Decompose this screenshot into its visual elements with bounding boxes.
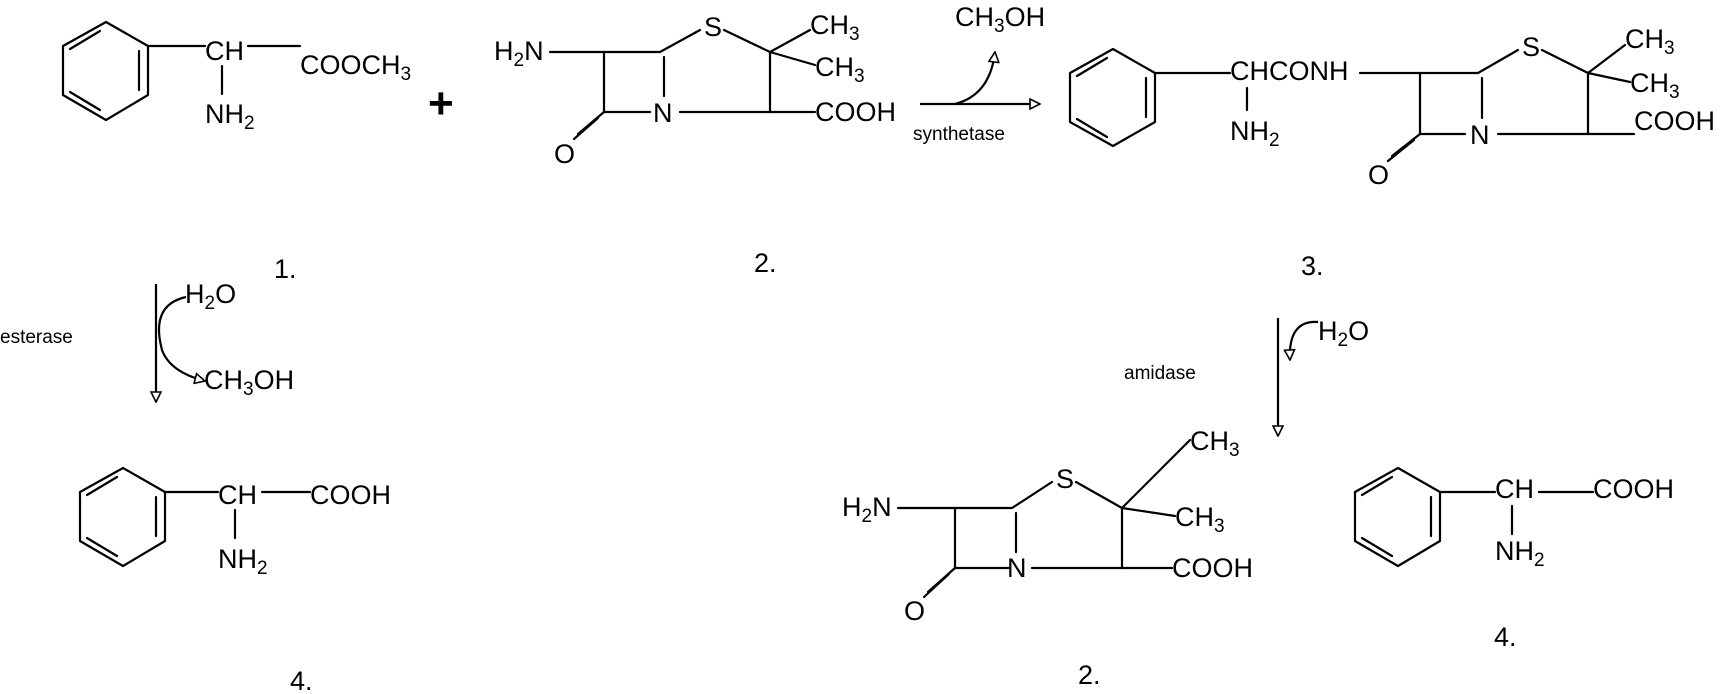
amidase-arrow: H2O amidase bbox=[1124, 316, 1369, 436]
benzene-ring bbox=[78, 466, 167, 568]
compound-number-3: 3. bbox=[1301, 251, 1324, 281]
compound-number-4-left: 4. bbox=[290, 666, 313, 694]
alpha-ch-label: CH bbox=[205, 36, 244, 66]
compound-1-phenylglycine-methyl-ester: CH COOCH3 NH2 bbox=[61, 20, 411, 134]
carbonyl-o-label: O bbox=[904, 596, 925, 626]
compound-3-ampicillin: CHCONH NH2 O N S CH3 CH3 COOH bbox=[1068, 24, 1715, 190]
amino-group-label: NH2 bbox=[205, 99, 255, 134]
esterase-label: esterase bbox=[0, 327, 73, 348]
alpha-ch-label: CH bbox=[1495, 474, 1534, 504]
synthetase-label: synthetase bbox=[913, 124, 1005, 145]
methyl-1-label: CH3 bbox=[1625, 24, 1675, 59]
carboxyl-label: COOH bbox=[1634, 106, 1715, 136]
water-label: H2O bbox=[185, 279, 236, 314]
carboxyl-label: COOH bbox=[1172, 553, 1253, 583]
methanol-byproduct-label: CH3OH bbox=[955, 2, 1045, 37]
ring-n-label: N bbox=[653, 98, 673, 128]
carbonyl-o-label: O bbox=[554, 139, 575, 169]
alpha-ch-label: CH bbox=[218, 480, 257, 510]
compound-number-2-bottom: 2. bbox=[1078, 660, 1101, 690]
amino-group-label: NH2 bbox=[218, 544, 268, 579]
water-label: H2O bbox=[1318, 316, 1369, 351]
compound-number-4-right: 4. bbox=[1494, 622, 1517, 652]
methyl-2-label: CH3 bbox=[815, 52, 865, 87]
compound-number-2: 2. bbox=[754, 248, 777, 278]
methyl-2-label: CH3 bbox=[1630, 68, 1680, 103]
amidase-label: amidase bbox=[1124, 363, 1196, 384]
ring-n-label: N bbox=[1470, 120, 1490, 150]
plus-sign: + bbox=[428, 79, 454, 128]
benzene-ring bbox=[1353, 466, 1442, 568]
ring-n-label: N bbox=[1007, 553, 1027, 583]
methyl-1-label: CH3 bbox=[1190, 426, 1240, 461]
methanol-label: CH3OH bbox=[204, 365, 294, 400]
compound-2-6-apa-bottom: H2N O N S CH3 CH3 COOH bbox=[842, 426, 1253, 626]
ring-s-label: S bbox=[1522, 32, 1540, 62]
benzene-ring bbox=[61, 20, 150, 122]
carboxyl-label: COOH bbox=[310, 480, 391, 510]
esterase-arrow: H2O CH3OH esterase bbox=[0, 279, 294, 402]
benzene-ring bbox=[1068, 47, 1157, 148]
carboxyl-label: COOH bbox=[815, 97, 896, 127]
amino-group-label: NH2 bbox=[1230, 116, 1280, 151]
ring-s-label: S bbox=[1056, 464, 1074, 494]
amine-h2n-label: H2N bbox=[494, 36, 544, 71]
compound-4-phenylglycine-left: CH COOH NH2 bbox=[78, 466, 391, 579]
methyl-1-label: CH3 bbox=[810, 10, 860, 45]
methyl-2-label: CH3 bbox=[1175, 502, 1225, 537]
ester-group-label: COOCH3 bbox=[300, 50, 411, 85]
amine-h2n-label: H2N bbox=[842, 492, 892, 527]
amide-chain-label: CHCONH bbox=[1230, 56, 1349, 86]
compound-4-phenylglycine-right: CH COOH NH2 bbox=[1353, 466, 1674, 571]
compound-2-6-apa: H2N O N S CH3 CH3 COOH bbox=[494, 10, 896, 169]
amino-group-label: NH2 bbox=[1495, 536, 1545, 571]
carboxyl-label: COOH bbox=[1593, 474, 1674, 504]
synthetase-arrow: CH3OH synthetase bbox=[913, 2, 1045, 145]
compound-number-1: 1. bbox=[274, 254, 297, 284]
ring-s-label: S bbox=[704, 12, 722, 42]
carbonyl-o-label: O bbox=[1368, 160, 1389, 190]
